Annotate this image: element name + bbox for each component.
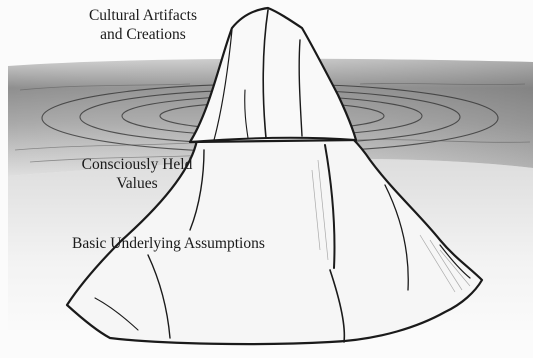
label-assumptions-text: Basic Underlying Assumptions [72, 234, 265, 253]
label-basic-underlying-assumptions: Basic Underlying Assumptions [72, 234, 265, 253]
label-values-line2: Values [62, 174, 212, 193]
label-cultural-artifacts: Cultural Artifacts and Creations [68, 6, 218, 44]
label-values-line1: Consciously Held [62, 155, 212, 174]
label-consciously-held-values: Consciously Held Values [62, 155, 212, 193]
label-cultural-artifacts-line2: and Creations [68, 25, 218, 44]
label-cultural-artifacts-line1: Cultural Artifacts [68, 6, 218, 25]
